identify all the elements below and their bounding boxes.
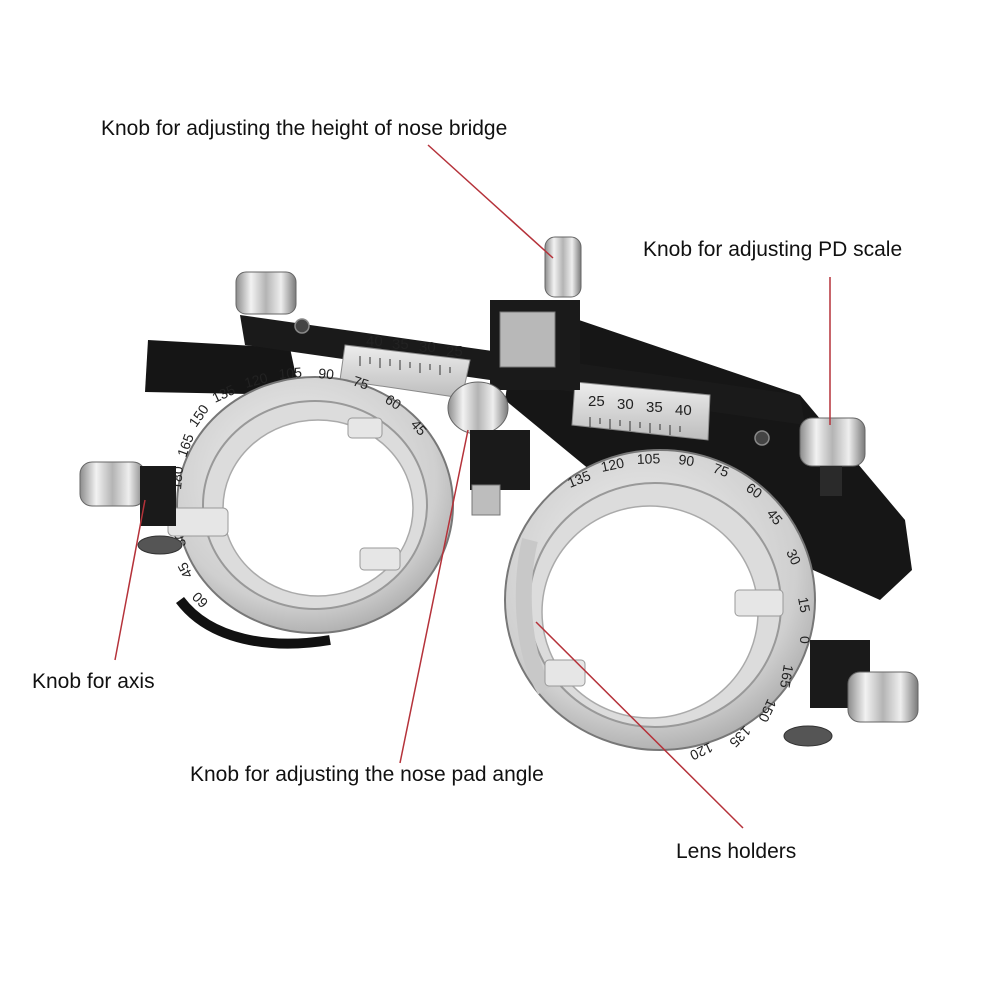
left-ring-num-1: 120 (243, 369, 270, 391)
right-ring-num-4: 75 (711, 460, 731, 480)
axis-knob (79, 461, 183, 555)
right-axis-knob (783, 640, 919, 747)
leader-lens-holders (535, 621, 744, 829)
right-ring-num-8: 15 (795, 596, 813, 614)
pd-scale-left: 40 35 30 25 (339, 333, 471, 399)
left-ring-num-5: 60 (382, 391, 404, 413)
pd-scale-right: 25 30 35 40 (571, 381, 711, 441)
pd-left-tick-1: 35 (392, 336, 409, 353)
left-ring-num-4: 75 (351, 373, 371, 393)
leader-nose-bridge (427, 144, 554, 259)
pd-left-tick-3: 25 (446, 343, 463, 360)
leader-nose-pad (399, 429, 469, 764)
left-ring-num-3: 90 (318, 365, 335, 382)
pd-right-tick-3: 40 (675, 402, 692, 419)
right-ring-num-10: 165 (777, 663, 797, 689)
right-ring-num-7: 30 (783, 547, 804, 568)
left-lens-ring: 135 120 105 90 75 60 45 150 165 180 30 4… (167, 364, 454, 649)
leader-lines (114, 144, 831, 829)
label-axis-knob: Knob for axis (32, 670, 155, 693)
left-frame-knob (235, 271, 297, 315)
right-ring-num-3: 90 (678, 451, 696, 469)
label-nose-pad-knob: Knob for adjusting the nose pad angle (190, 763, 544, 786)
label-pd-scale-knob: Knob for adjusting PD scale (643, 238, 903, 261)
pd-scale-knob (799, 417, 866, 496)
left-ring-num-2: 105 (278, 364, 303, 382)
pd-right-tick-2: 35 (646, 399, 663, 416)
pd-left-tick-0: 40 (366, 333, 383, 350)
pd-left-tick-2: 30 (419, 339, 436, 356)
pd-right-tick-0: 25 (588, 393, 605, 410)
label-nose-bridge-knob: Knob for adjusting the height of nose br… (101, 117, 508, 140)
nose-bridge-knob (490, 236, 582, 390)
right-ring-num-9: 0 (797, 636, 813, 644)
right-ring-num-2: 105 (637, 450, 661, 467)
leader-axis (114, 499, 146, 661)
nose-pad-knob (447, 381, 530, 516)
pd-right-tick-1: 30 (617, 396, 634, 413)
left-ring-num-11: 45 (174, 560, 196, 581)
right-ring-num-1: 120 (599, 454, 625, 475)
left-ring-num-8: 165 (174, 431, 197, 459)
label-lens-holders: Lens holders (676, 840, 797, 863)
right-lens-ring: 135 120 105 90 75 60 45 30 15 0 165 150 … (504, 449, 816, 764)
